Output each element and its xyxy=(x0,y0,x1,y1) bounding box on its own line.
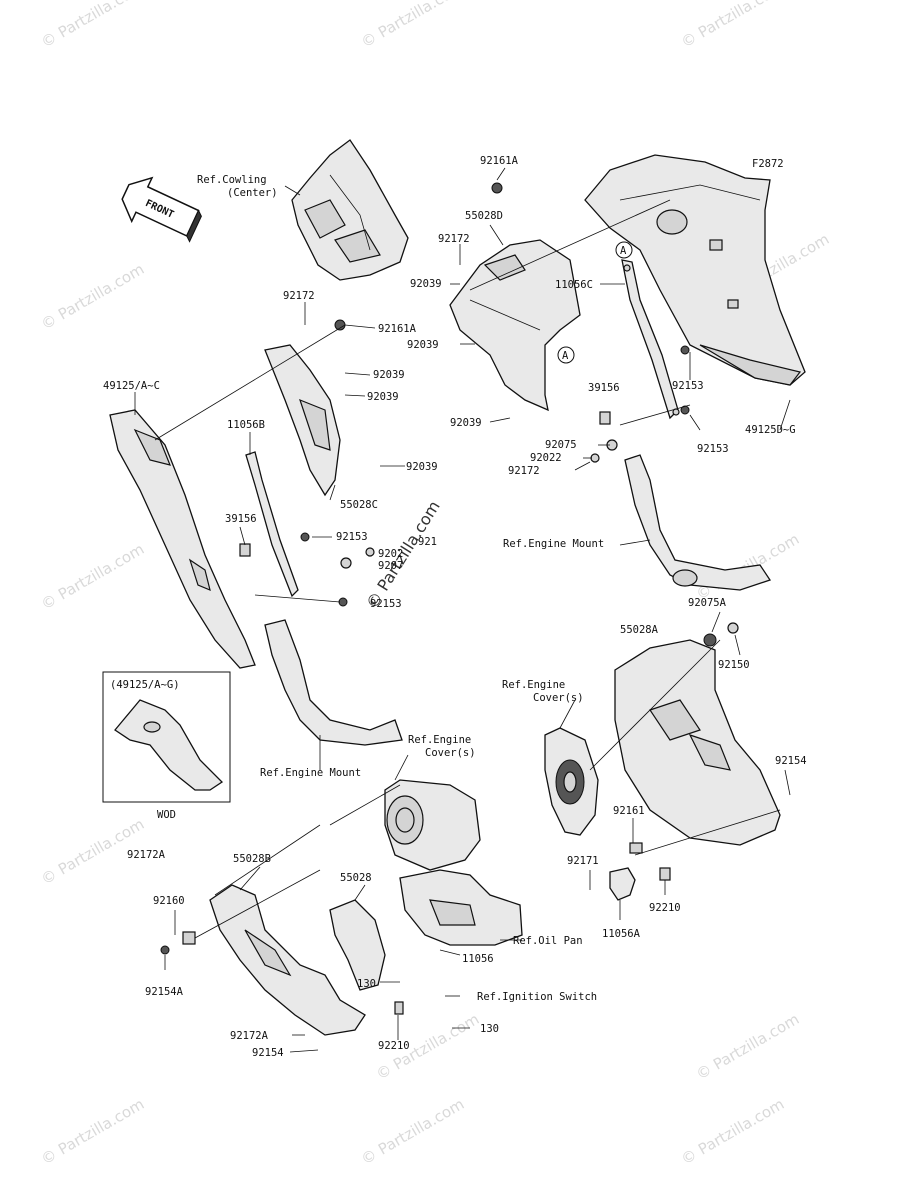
label-92075: 92075 xyxy=(545,439,577,451)
label-11056c: 11056C xyxy=(555,279,593,291)
label-130: 130 xyxy=(480,1023,499,1035)
label-9207: 9207 xyxy=(378,560,403,572)
bracket-55028d xyxy=(449,239,581,412)
watermark: © Partzilla.com xyxy=(678,1095,787,1168)
label-ref-engine: Ref.Engine xyxy=(502,679,565,691)
marker-a: A xyxy=(562,350,569,362)
circle-marker: A xyxy=(557,346,575,364)
label-55028d: 55028D xyxy=(465,210,503,222)
label-921: 921 xyxy=(418,536,437,548)
label-11056b: 11056B xyxy=(227,419,265,431)
oil-pan-part xyxy=(399,869,523,946)
label-49125d-g: 49125D~G xyxy=(745,424,796,436)
label-92154: 92154 xyxy=(252,1047,284,1059)
label-ref-engine-mount: Ref.Engine Mount xyxy=(260,767,361,779)
label-ref-ignition-switch: Ref.Ignition Switch xyxy=(477,991,597,1003)
figure-code: F2872 xyxy=(752,158,784,170)
label-92039: 92039 xyxy=(410,278,442,290)
label-92172a: 92172A xyxy=(127,849,166,861)
cowling-left-part xyxy=(109,409,256,669)
watermark: © Partzilla.com xyxy=(38,260,147,333)
bracket-11056c xyxy=(621,259,680,420)
label-92039: 92039 xyxy=(450,417,482,429)
engine-cover-left xyxy=(384,779,481,871)
label-92160: 92160 xyxy=(153,895,185,907)
label-92075a: 92075A xyxy=(688,597,727,609)
label-9202: 9202 xyxy=(378,548,403,560)
label-92154: 92154 xyxy=(775,755,807,767)
engine-mount-right xyxy=(624,454,772,591)
label-92022: 92022 xyxy=(530,452,562,464)
label-92172a: 92172A xyxy=(230,1030,269,1042)
label-39156: 39156 xyxy=(225,513,257,525)
watermark: © Partzilla.com xyxy=(38,1095,147,1168)
label-cover-s: Cover(s) xyxy=(533,692,584,704)
label-92039: 92039 xyxy=(373,369,405,381)
cowling-center-part xyxy=(291,139,409,281)
watermark: © Partzilla.com xyxy=(38,0,147,51)
hardware xyxy=(160,182,739,1015)
inset-caption: WOD xyxy=(157,809,176,821)
label-ref-engine-mount: Ref.Engine Mount xyxy=(503,538,604,550)
label-92154a: 92154A xyxy=(145,986,184,998)
engine-cover-right xyxy=(544,727,599,836)
label-92153: 92153 xyxy=(370,598,402,610)
front-arrow-icon: FRONT xyxy=(121,176,202,243)
label-49125-a-c: 49125/A~C xyxy=(103,380,160,392)
label-55028c: 55028C xyxy=(340,499,378,511)
label-92153: 92153 xyxy=(336,531,368,543)
cowl-55028b xyxy=(209,884,366,1036)
part-labels: Ref.Cowling (Center) 92161A 55028D 92172… xyxy=(103,155,807,1059)
watermark: © Partzilla.com xyxy=(358,1095,467,1168)
label-92039: 92039 xyxy=(367,391,399,403)
inset-title: (49125/A~G) xyxy=(110,679,180,691)
label-92153: 92153 xyxy=(697,443,729,455)
watermark: © Partzilla.com xyxy=(678,0,787,51)
label-ref-cowling: Ref.Cowling xyxy=(197,174,267,186)
watermark: © Partzilla.com xyxy=(693,1010,802,1083)
label-39156: 39156 xyxy=(588,382,620,394)
label-92150: 92150 xyxy=(718,659,750,671)
label-92161a: 92161A xyxy=(480,155,519,167)
label-92161a: 92161A xyxy=(378,323,417,335)
bracket-55028c xyxy=(264,344,341,497)
label-55028: 55028 xyxy=(340,872,372,884)
watermark: © Partzilla.com xyxy=(358,0,467,51)
label-92172: 92172 xyxy=(508,465,540,477)
cowling-right-part xyxy=(584,154,806,386)
label-92172: 92172 xyxy=(283,290,315,302)
label-92039: 92039 xyxy=(406,461,438,473)
inset-box: (49125/A~G) WOD xyxy=(102,671,231,821)
label-ref-engine: Ref.Engine xyxy=(408,734,471,746)
label-92210: 92210 xyxy=(649,902,681,914)
circle-marker: A xyxy=(615,241,633,259)
engine-mount-left xyxy=(264,619,403,746)
label-55028a: 55028A xyxy=(620,624,659,636)
label-92171: 92171 xyxy=(567,855,599,867)
label-ref-oil-pan: Ref.Oil Pan xyxy=(513,935,583,947)
watermark: © Partzilla.com xyxy=(38,540,147,613)
leader-lines xyxy=(134,167,791,1053)
cowl-55028a xyxy=(614,639,781,846)
label-11056: 11056 xyxy=(462,953,494,965)
marker-a: A xyxy=(620,245,627,257)
label-130: 130 xyxy=(357,978,376,990)
cover-55028 xyxy=(329,899,386,991)
bracket-11056a xyxy=(609,867,636,901)
label-92172: 92172 xyxy=(438,233,470,245)
bracket-11056b xyxy=(245,451,299,598)
label-ref-cowling-center: (Center) xyxy=(227,187,278,199)
label-92153: 92153 xyxy=(672,380,704,392)
label-55028b: 55028B xyxy=(233,853,271,865)
label-92161: 92161 xyxy=(613,805,645,817)
label-92210: 92210 xyxy=(378,1040,410,1052)
label-92039: 92039 xyxy=(407,339,439,351)
label-cover-s: Cover(s) xyxy=(425,747,476,759)
label-11056a: 11056A xyxy=(602,928,641,940)
